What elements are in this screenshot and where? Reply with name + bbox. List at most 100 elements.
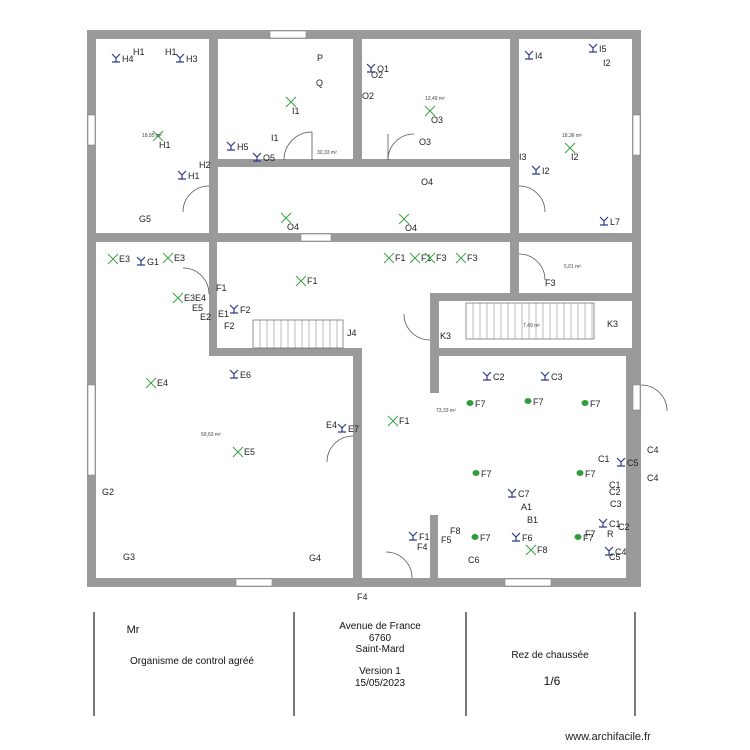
label-i2b: I2 bbox=[571, 152, 579, 162]
label-c5b: C5 bbox=[609, 552, 621, 562]
symbol-g3: G3 bbox=[123, 552, 135, 562]
label-c4c: C4 bbox=[615, 547, 627, 557]
label-f1a: F1 bbox=[395, 253, 406, 263]
label-f1d: F1 bbox=[216, 283, 227, 293]
label-o4c: O4 bbox=[405, 223, 417, 233]
label-f2a: F2 bbox=[240, 305, 251, 315]
symbol-o2a: O2 bbox=[371, 70, 383, 80]
label-k3b: K3 bbox=[607, 319, 618, 329]
symbol-f1d: F1 bbox=[216, 283, 227, 293]
label-e7: E7 bbox=[348, 424, 359, 434]
label-a1: A1 bbox=[521, 502, 532, 512]
label-c1a: C1 bbox=[598, 454, 610, 464]
client-name: Mr bbox=[127, 624, 140, 636]
room-area-f3: 5,01 m² bbox=[564, 264, 581, 270]
symbol-c7: C7 bbox=[507, 488, 530, 499]
symbol-f5: F5 bbox=[441, 535, 452, 545]
page-number: 1/6 bbox=[544, 674, 561, 688]
staircase-right bbox=[465, 302, 595, 340]
symbol-h1b: H1 bbox=[165, 47, 177, 57]
symbol-c1b: C1 bbox=[609, 480, 621, 490]
symbol-c3b: C3 bbox=[610, 499, 622, 509]
symbol-e3e4: E3E4 bbox=[172, 292, 206, 304]
symbol-g5: G5 bbox=[139, 214, 151, 224]
symbol-c2c: C2 bbox=[618, 522, 630, 532]
symbol-g4: G4 bbox=[309, 553, 321, 563]
label-i5: I5 bbox=[599, 44, 607, 54]
label-f7g: F7 bbox=[583, 533, 594, 543]
symbol-f4b: F4 bbox=[357, 592, 368, 602]
symbol-h2: H2 bbox=[199, 160, 211, 170]
symbol-e7: E7 bbox=[337, 423, 359, 434]
symbol-i1a: I1 bbox=[285, 96, 300, 116]
symbol-f1f: F1 bbox=[408, 531, 430, 542]
symbol-o4b: O4 bbox=[280, 212, 299, 232]
label-e6: E6 bbox=[240, 370, 251, 380]
label-f7f: F7 bbox=[480, 533, 491, 543]
symbol-c5b: C5 bbox=[609, 552, 621, 562]
symbol-f7b: F7 bbox=[524, 397, 544, 407]
label-i1a: I1 bbox=[292, 106, 300, 116]
symbol-i3: I3 bbox=[519, 152, 527, 162]
label-e5a: E5 bbox=[192, 303, 203, 313]
room-areas: 18,85 m² 30,33 m² 13,49 m² 18,36 m² 5,01… bbox=[142, 96, 582, 438]
symbol-h3: H3 bbox=[175, 53, 198, 64]
symbol-f8a: F8 bbox=[450, 526, 461, 536]
label-c2a: C2 bbox=[493, 372, 505, 382]
label-o3b: O3 bbox=[419, 137, 431, 147]
label-c4a: C4 bbox=[647, 445, 659, 455]
label-e5b: E5 bbox=[244, 447, 255, 457]
address-line1: Avenue de France bbox=[339, 621, 421, 632]
label-f1b: F1 bbox=[421, 253, 432, 263]
label-f3b: F3 bbox=[467, 253, 478, 263]
organisme-label: Organisme de control agréé bbox=[130, 656, 254, 667]
label-c1b: C1 bbox=[609, 480, 621, 490]
symbol-f4a: F4 bbox=[417, 542, 428, 552]
symbol-e5b: E5 bbox=[232, 446, 255, 458]
symbol-f7c: F7 bbox=[581, 399, 601, 409]
symbol-c4c: C4 bbox=[604, 546, 627, 557]
symbol-r: R bbox=[607, 529, 614, 539]
symbol-e5a: E5 bbox=[192, 303, 203, 313]
label-e4a: E4 bbox=[157, 378, 168, 388]
symbol-h1a: H1 bbox=[133, 47, 145, 57]
symbol-e4b: E4 bbox=[326, 420, 337, 430]
label-f5: F5 bbox=[441, 535, 452, 545]
label-f7e: F7 bbox=[585, 469, 596, 479]
symbol-c4b: C4 bbox=[647, 473, 659, 483]
symbol-l7: L7 bbox=[599, 216, 620, 227]
label-o5: O5 bbox=[263, 153, 275, 163]
symbol-i5: I5 bbox=[588, 43, 607, 54]
label-i2a: I2 bbox=[603, 58, 611, 68]
label-o2b: O2 bbox=[362, 91, 374, 101]
symbol-o4a: O4 bbox=[421, 177, 433, 187]
symbol-f7g: F7 bbox=[574, 533, 594, 543]
label-c4b: C4 bbox=[647, 473, 659, 483]
label-g3: G3 bbox=[123, 552, 135, 562]
walls bbox=[87, 30, 641, 587]
watermark: www.archifacile.fr bbox=[564, 731, 651, 743]
label-q: Q bbox=[316, 78, 323, 88]
label-h1a: H1 bbox=[133, 47, 145, 57]
label-h1c: H1 bbox=[159, 140, 171, 150]
symbol-o1: O1 bbox=[366, 63, 389, 74]
date-label: 15/05/2023 bbox=[355, 678, 405, 689]
symbol-o2b: O2 bbox=[362, 91, 374, 101]
symbol-i1b: I1 bbox=[271, 133, 279, 143]
symbol-f7a: F7 bbox=[466, 399, 486, 409]
label-e4b: E4 bbox=[326, 420, 337, 430]
label-e1: E1 bbox=[218, 309, 229, 319]
label-i4: I4 bbox=[535, 51, 543, 61]
symbol-c6: C6 bbox=[468, 555, 480, 565]
symbol-a1: A1 bbox=[521, 502, 532, 512]
symbol-h5: H5 bbox=[226, 141, 249, 152]
address-line3: Saint-Mard bbox=[356, 644, 405, 655]
label-o4b: O4 bbox=[287, 222, 299, 232]
label-c2b: C2 bbox=[609, 487, 621, 497]
symbol-c2b: C2 bbox=[609, 487, 621, 497]
symbol-i2a: I2 bbox=[603, 58, 611, 68]
room-area-k3: 7,49 m² bbox=[523, 323, 540, 329]
label-f1e: F1 bbox=[399, 416, 410, 426]
address-line2: 6760 bbox=[369, 633, 392, 644]
